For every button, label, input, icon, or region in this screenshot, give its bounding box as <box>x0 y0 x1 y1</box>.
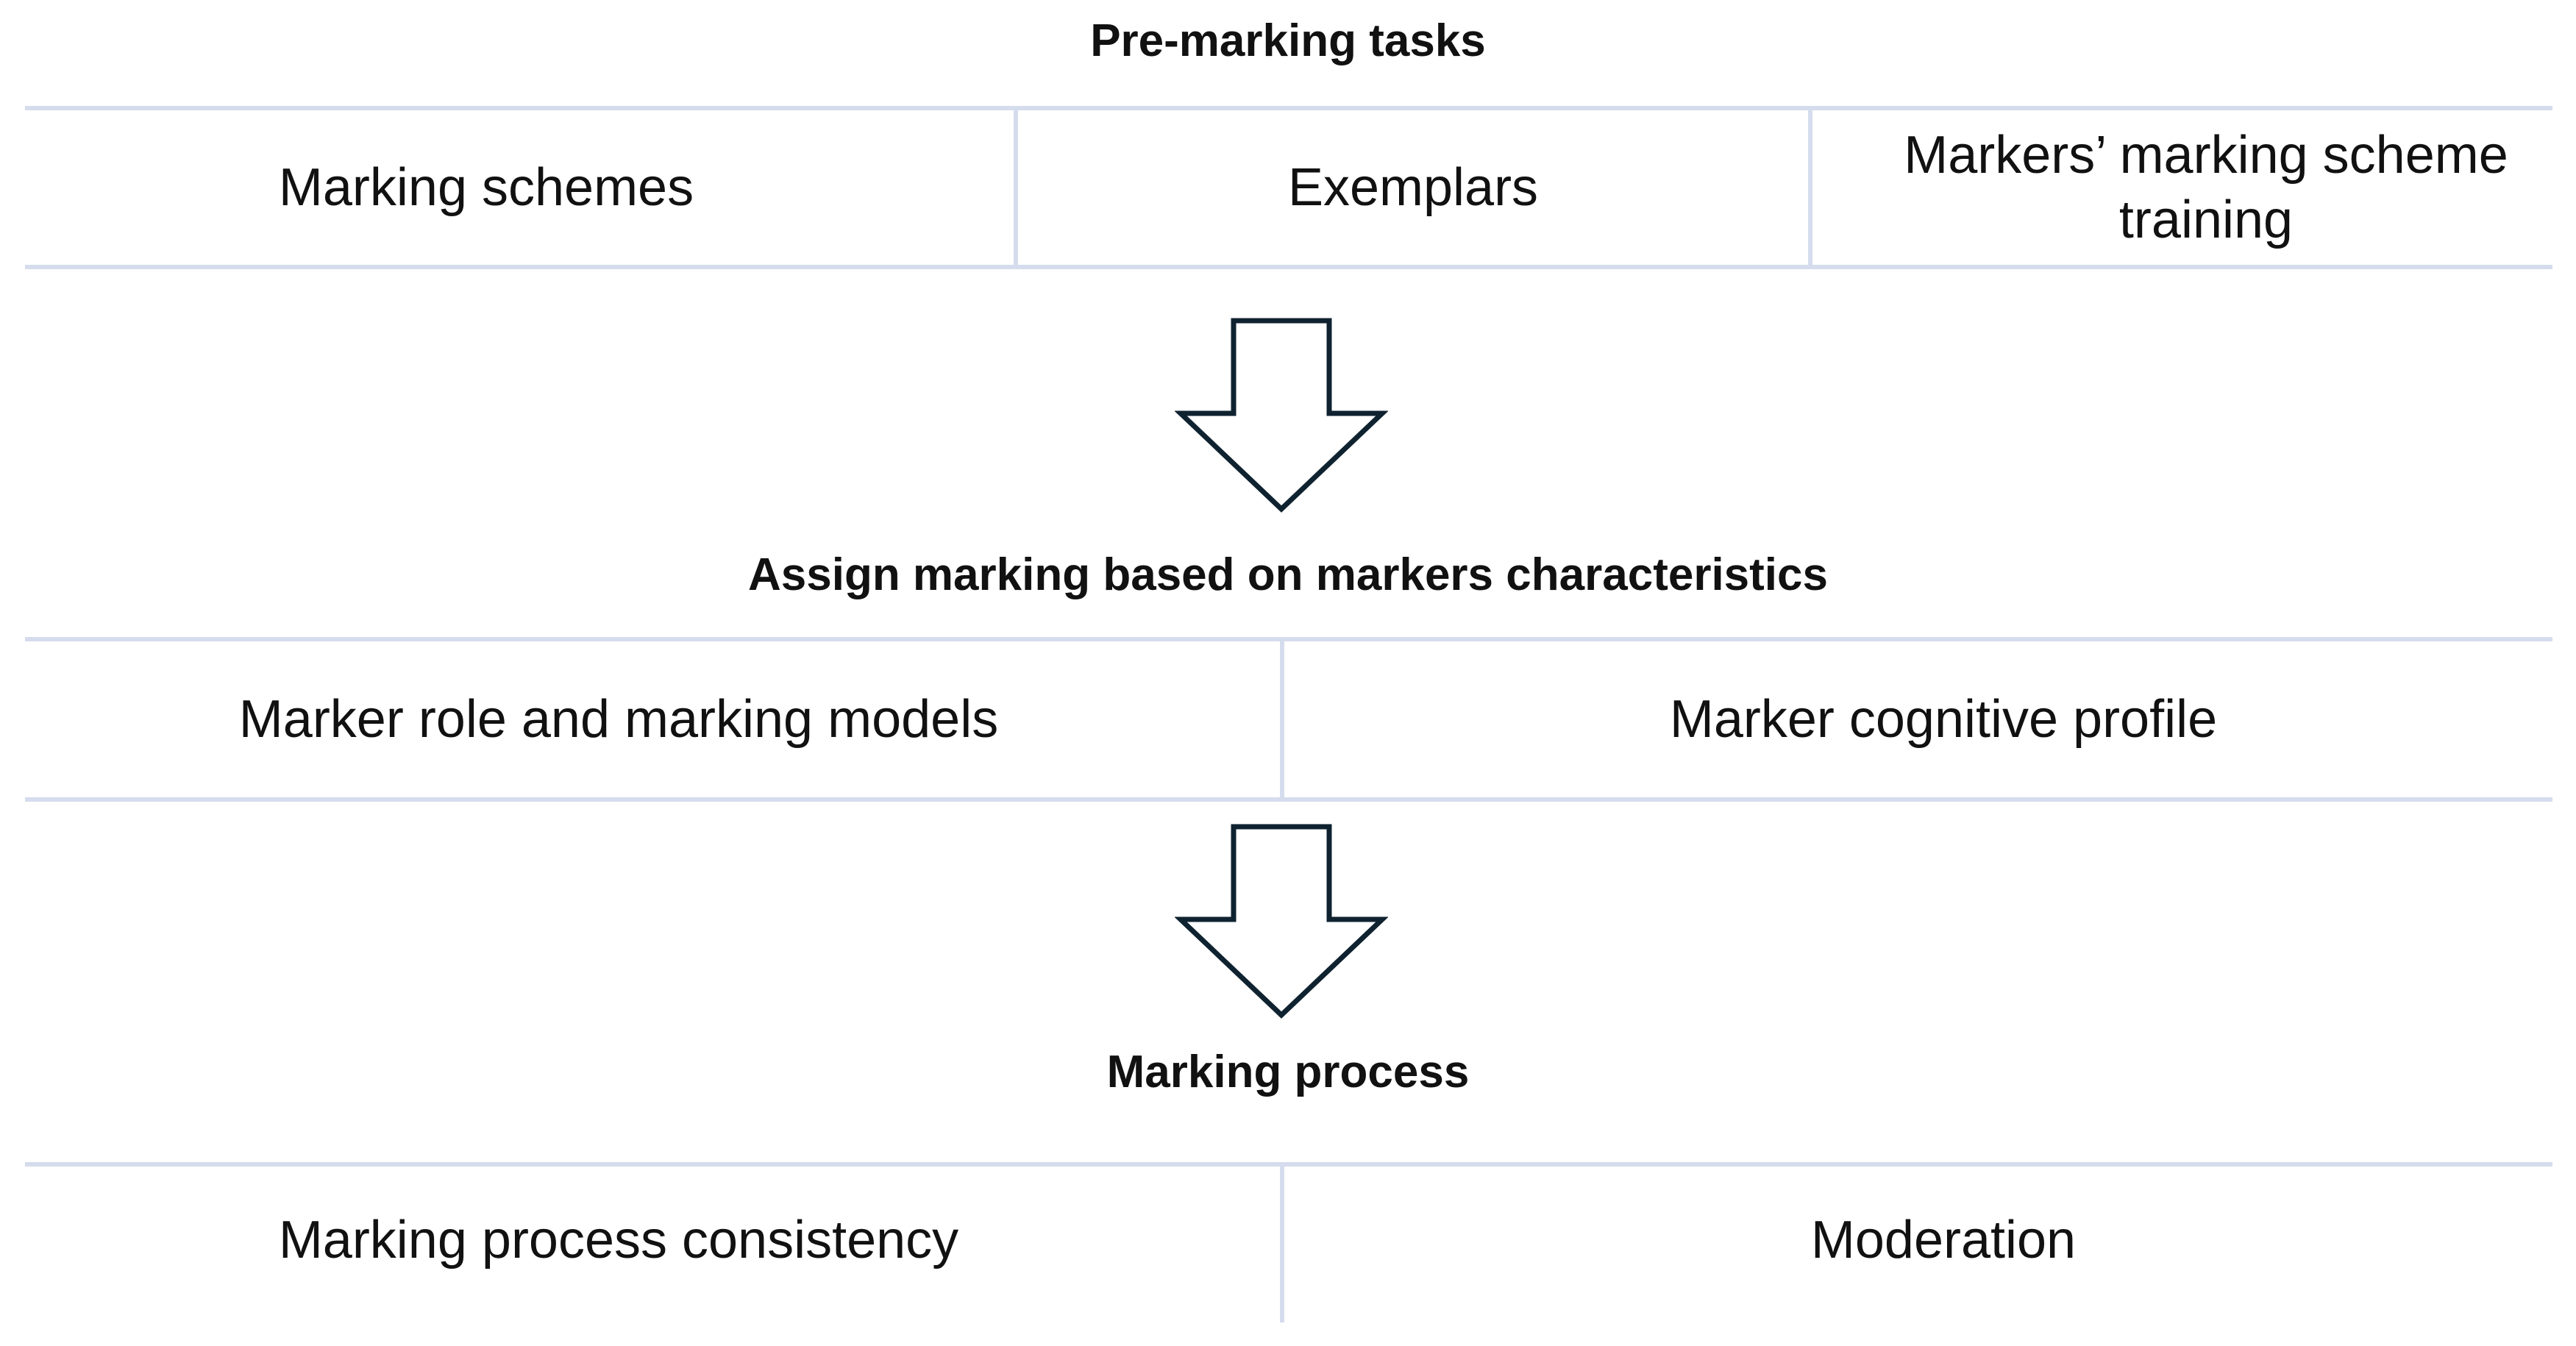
markers-training-label: Markers’ marking scheme training <box>1904 126 2508 249</box>
section-2-top-divider <box>25 637 2552 641</box>
section-1-divider-2 <box>1808 108 1812 267</box>
marking-schemes-cell: Marking schemes <box>25 110 947 265</box>
section-1-divider-1 <box>1014 108 1018 267</box>
exemplars-cell: Exemplars <box>1018 110 1808 265</box>
pre-marking-tasks-heading: Pre-marking tasks <box>1090 15 1486 66</box>
marker-role-cell: Marker role and marking models <box>25 641 1212 797</box>
marker-cognitive-profile-cell: Marker cognitive profile <box>1284 641 2576 797</box>
section-3-divider <box>1280 1164 1284 1322</box>
markers-training-cell: Markers’ marking scheme training <box>1812 110 2576 265</box>
marking-schemes-label: Marking schemes <box>278 158 694 217</box>
section-1-top-divider <box>25 106 2552 110</box>
marking-process-consistency-label: Marking process consistency <box>278 1211 959 1270</box>
section-2-divider <box>1280 639 1284 800</box>
exemplars-label: Exemplars <box>1287 158 1539 217</box>
down-arrow-icon <box>1175 318 1388 513</box>
moderation-label: Moderation <box>1810 1211 2077 1270</box>
marking-process-heading: Marking process <box>1106 1047 1470 1097</box>
marking-process-consistency-cell: Marking process consistency <box>25 1167 1212 1314</box>
section-2-bottom-divider <box>25 797 2552 802</box>
assign-marking-heading: Assign marking based on markers characte… <box>748 549 1828 600</box>
marker-cognitive-profile-label: Marker cognitive profile <box>1669 690 2218 749</box>
marker-role-label: Marker role and marking models <box>238 690 999 749</box>
section-1-bottom-divider <box>25 265 2552 269</box>
section-3-top-divider <box>25 1162 2552 1167</box>
moderation-cell: Moderation <box>1284 1167 2576 1314</box>
down-arrow-icon <box>1175 824 1388 1019</box>
